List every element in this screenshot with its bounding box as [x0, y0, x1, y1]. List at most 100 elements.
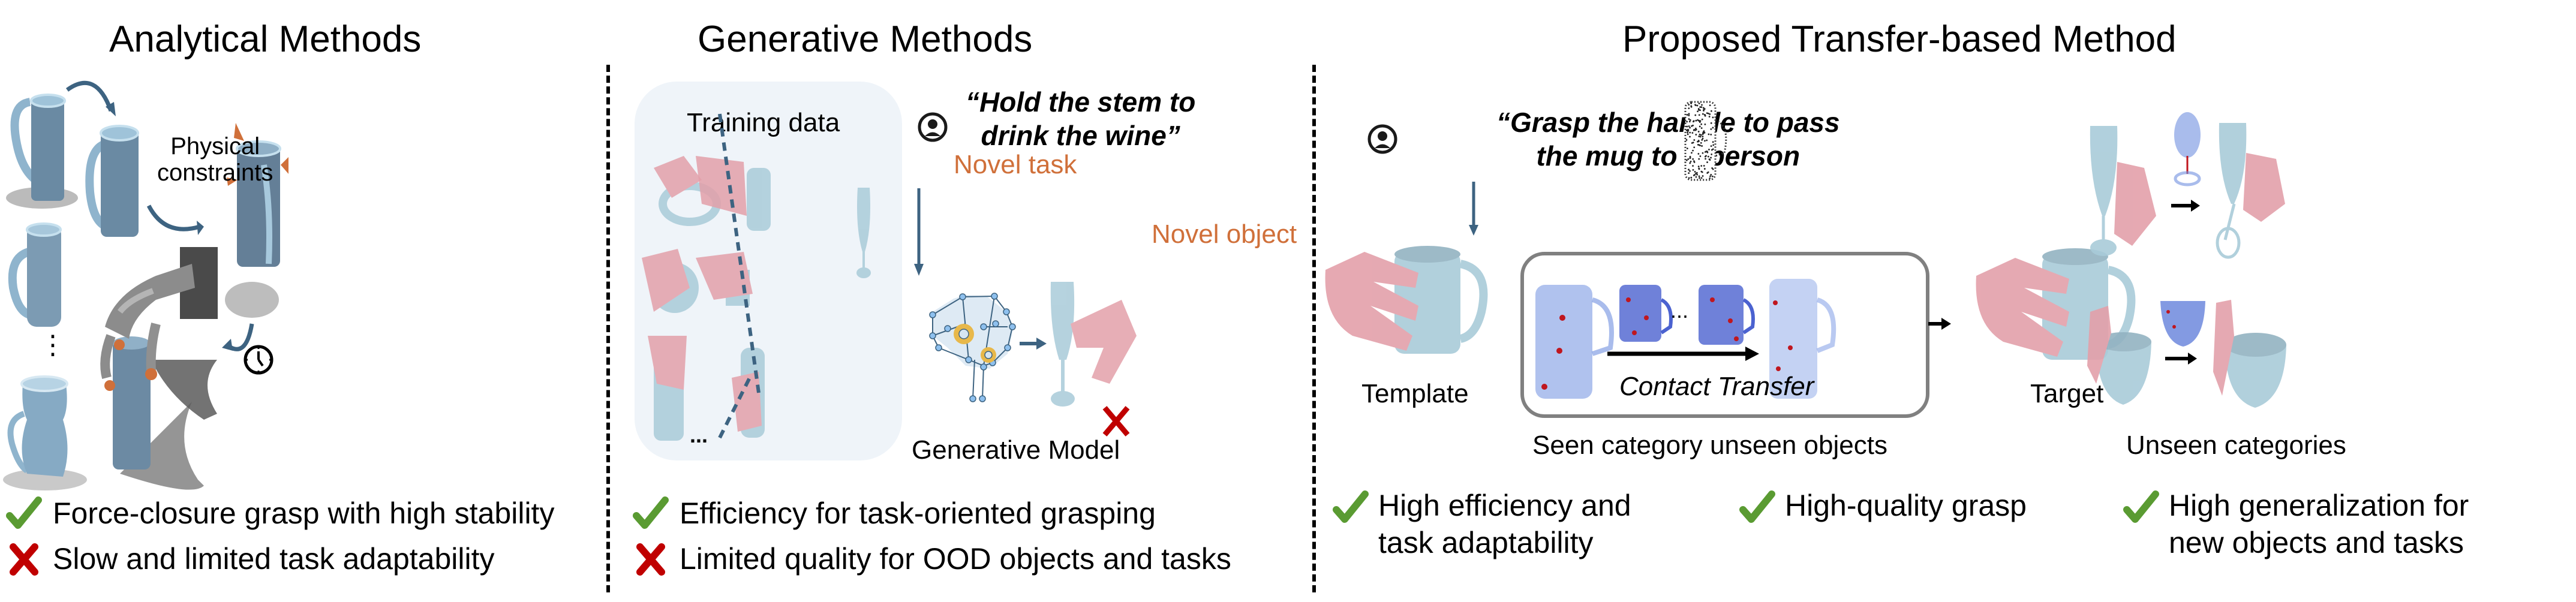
point-cloud-dot — [1704, 115, 1706, 117]
jug-icon — [3, 375, 87, 490]
point-cloud-dot — [1701, 145, 1703, 147]
point-cloud-dot — [1699, 106, 1702, 108]
panel-divider — [1312, 65, 1316, 592]
point-cloud-dot — [1706, 139, 1708, 142]
point-cloud-dot — [1698, 103, 1700, 104]
contact-force-marker — [281, 157, 288, 174]
point-cloud-dot — [1702, 113, 1704, 115]
point-cloud-dot — [1695, 176, 1697, 178]
pro-item: Force-closure grasp with high stability — [6, 495, 554, 531]
point-cloud-dot — [1685, 159, 1688, 161]
point-cloud-dot — [1705, 150, 1708, 152]
generative-model-network-icon — [929, 293, 1016, 402]
point-cloud-dot — [1700, 142, 1702, 144]
transfer-illustration: ... — [1325, 101, 2286, 408]
contact-map-sample — [1699, 285, 1755, 345]
point-cloud-dot — [1687, 158, 1690, 160]
pro-text-line2: task adaptability — [1378, 526, 1594, 559]
point-cloud-dot — [1692, 158, 1694, 160]
point-cloud-dot — [1694, 114, 1697, 116]
unseen-bowl-pointcloud — [2160, 301, 2205, 347]
point-cloud-dot — [1693, 146, 1696, 149]
generative-illustration: ... — [642, 112, 1137, 447]
point-cloud-dot — [1706, 172, 1709, 174]
point-cloud-dot — [1689, 119, 1691, 121]
point-cloud-dot — [1696, 104, 1699, 107]
point-cloud-dot — [1690, 102, 1693, 104]
training-data-label: Training data — [687, 108, 840, 137]
point-cloud-dot — [1708, 116, 1711, 118]
point-cloud-dot — [1686, 125, 1688, 128]
panel-title-transfer: Proposed Transfer-based Method — [1622, 19, 2177, 60]
point-cloud-dot — [1690, 176, 1693, 179]
point-cloud-dot — [1692, 149, 1694, 152]
point-cloud-dot — [1697, 140, 1700, 142]
generative-task-quote: “Hold the stem to drink the wine” — [966, 85, 1195, 152]
point-cloud-dot — [1708, 148, 1710, 150]
point-cloud-dot — [1692, 142, 1694, 144]
pro-text: High generalization for new objects and … — [2169, 487, 2469, 561]
unseen-bowl-target — [2213, 300, 2286, 408]
connector-dashed — [718, 113, 761, 393]
point-cloud-dot — [1707, 155, 1709, 158]
point-cloud-dot — [1710, 174, 1712, 176]
point-cloud-dot — [1699, 109, 1702, 112]
check-icon — [2123, 490, 2159, 523]
point-cloud-dot — [1688, 121, 1691, 123]
gear-icon — [954, 324, 974, 344]
point-cloud-dot — [1696, 173, 1698, 176]
contact-force-marker — [227, 177, 238, 186]
point-cloud-dot — [1687, 133, 1689, 136]
training-sample — [648, 336, 687, 441]
seen-category-label: Seen category unseen objects — [1532, 431, 1887, 460]
point-cloud-dot — [1693, 139, 1696, 141]
novel-task-label: Novel task — [954, 150, 1077, 179]
point-cloud-dot — [1689, 162, 1691, 164]
point-cloud-dot — [1697, 140, 1699, 143]
unseen-glass-target — [2216, 123, 2285, 259]
pro-text-line2: new objects and tasks — [2169, 526, 2464, 559]
transfer-ellipsis: ... — [1670, 298, 1688, 323]
physical-label-line2: constraints — [157, 159, 273, 186]
clock-icon — [244, 345, 273, 375]
point-cloud-dot — [1687, 131, 1689, 134]
point-cloud-dot — [1687, 128, 1689, 131]
point-cloud-dot — [1699, 136, 1702, 138]
point-cloud-dot — [1705, 158, 1706, 160]
point-cloud-dot — [1685, 139, 1688, 141]
unseen-bowl-template — [2087, 306, 2151, 405]
point-cloud-dot — [1689, 131, 1691, 134]
contact-map-target — [1769, 279, 1836, 399]
point-cloud-dot — [1690, 105, 1693, 107]
point-cloud-dot — [1710, 128, 1712, 130]
point-cloud-dot — [1691, 125, 1693, 127]
pro-text: Efficiency for task-oriented grasping — [680, 496, 1156, 530]
transfer-task-quote: “Grasp the handle to pass the mug to a p… — [1496, 106, 1840, 173]
gear-icon — [981, 347, 996, 363]
pro-item: High generalization for new objects and … — [2123, 487, 2469, 561]
point-cloud-dot — [1706, 161, 1708, 163]
point-cloud-dot — [1709, 177, 1711, 179]
panel-title-generative: Generative Methods — [698, 19, 1033, 60]
training-sample — [642, 249, 699, 313]
point-cloud-dot — [1688, 104, 1690, 106]
check-icon — [1739, 490, 1775, 523]
pro-text: High efficiency and task adaptability — [1378, 487, 1631, 561]
point-cloud-dot — [1698, 158, 1700, 160]
mug-icon — [85, 125, 139, 237]
ellipsis-vertical: ⋮ — [40, 330, 66, 360]
point-cloud-dot — [1712, 144, 1715, 146]
point-cloud-dot — [1700, 134, 1702, 136]
quote-line1: “Grasp the handle to pass — [1496, 107, 1840, 138]
point-cloud-dot — [1696, 171, 1698, 174]
check-icon — [6, 496, 42, 529]
template-label: Template — [1361, 379, 1469, 408]
point-cloud-dot — [1699, 177, 1700, 179]
point-cloud-dot — [1703, 130, 1705, 133]
point-cloud-dot — [1694, 170, 1696, 173]
panel-divider — [606, 65, 610, 592]
analytical-illustration: ⋮ — [3, 80, 288, 490]
point-cloud-dot — [1695, 119, 1697, 122]
point-cloud-dot — [1697, 153, 1700, 155]
pro-text-line1: High-quality grasp — [1785, 489, 2027, 522]
